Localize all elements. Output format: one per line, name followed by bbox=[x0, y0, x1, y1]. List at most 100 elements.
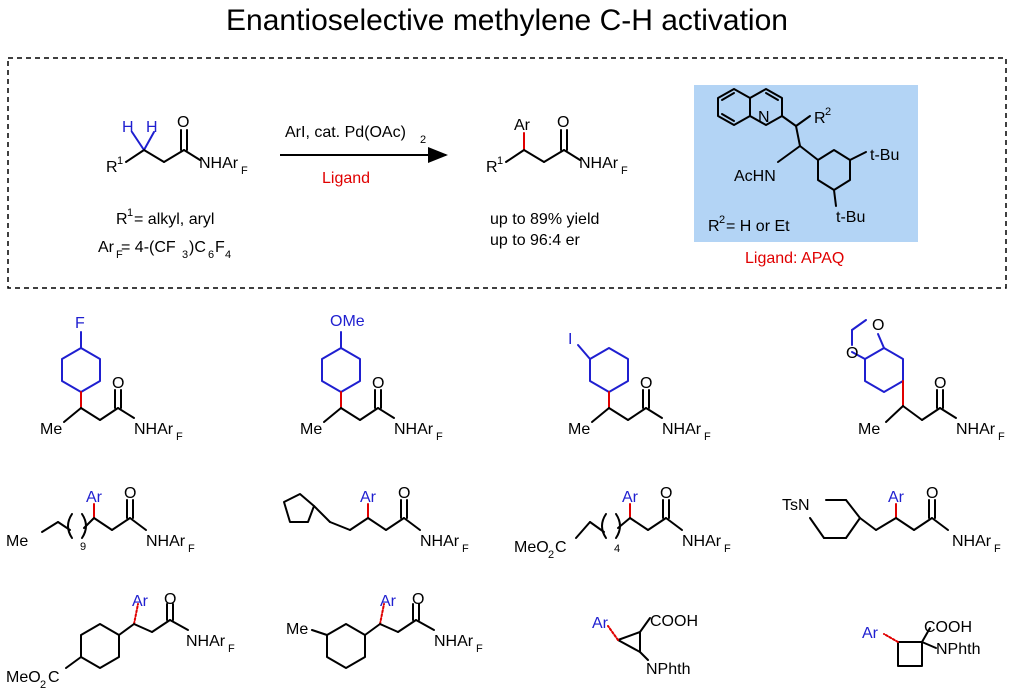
ligand-n: N bbox=[758, 109, 770, 126]
example-2-2: Ar O NHAr F bbox=[283, 485, 469, 555]
product-r-sup: 1 bbox=[497, 155, 503, 167]
ex2-2-amide-sub: F bbox=[462, 543, 469, 555]
ex3-3-ar: Ar bbox=[592, 615, 609, 632]
arf-sub-4: 4 bbox=[225, 249, 231, 261]
arf-definition-2: )C bbox=[189, 239, 206, 256]
ligand-achn: AcHN bbox=[734, 168, 776, 185]
r1-sup: 1 bbox=[127, 207, 133, 219]
ex2-4-o: O bbox=[926, 485, 938, 502]
example-1-3: I O Me NHAr F bbox=[568, 331, 711, 443]
product-r: R bbox=[486, 159, 498, 176]
ex2-3-meo-c: C bbox=[555, 539, 567, 556]
ex3-3-cooh: COOH bbox=[650, 613, 698, 630]
product-ar: Ar bbox=[514, 117, 531, 134]
ex1-3-me: Me bbox=[568, 421, 590, 438]
page-title: Enantioselective methylene C-H activatio… bbox=[226, 4, 788, 37]
ex1-4-amide-sub: F bbox=[998, 431, 1005, 443]
substrate-amide: NHAr bbox=[199, 155, 239, 172]
substrate-definitions: R 1 = alkyl, aryl Ar F = 4-(CF 3 )C 6 F … bbox=[98, 207, 231, 261]
ex2-4-ar: Ar bbox=[888, 489, 905, 506]
r2-definition: = H or Et bbox=[726, 218, 790, 235]
arf-label: Ar bbox=[98, 239, 115, 256]
reaction-arrow: ArI, cat. Pd(OAc) 2 Ligand bbox=[280, 124, 448, 187]
ex3-3-nphth: NPhth bbox=[646, 661, 690, 678]
reagent-text: ArI, cat. Pd(OAc) bbox=[285, 124, 406, 141]
ligand-box-background bbox=[694, 85, 918, 242]
reagent-sub: 2 bbox=[420, 134, 426, 146]
ex2-1-ar: Ar bbox=[86, 489, 103, 506]
ex1-4-o1: O bbox=[872, 317, 884, 334]
ex2-3-ar: Ar bbox=[622, 489, 639, 506]
substrate-oxygen: O bbox=[177, 114, 189, 131]
ex1-3-o: O bbox=[640, 375, 652, 392]
ligand-caption: Ligand: APAQ bbox=[745, 250, 844, 267]
arf-sub: F bbox=[116, 249, 123, 261]
example-3-2: Ar O Me NHAr F bbox=[286, 591, 483, 669]
ex2-4-amide-sub: F bbox=[994, 543, 1001, 555]
ex3-1-o: O bbox=[164, 591, 176, 608]
example-2-4: TsN Ar O NHAr F bbox=[782, 485, 1001, 555]
ex3-4-cooh: COOH bbox=[924, 619, 972, 636]
ex2-3-amide: NHAr bbox=[682, 533, 722, 550]
example-1-1: F O Me NHAr F bbox=[40, 315, 183, 443]
ex2-1-o: O bbox=[124, 485, 136, 502]
ex3-2-o: O bbox=[412, 591, 424, 608]
arf-definition-1: = 4-(CF bbox=[121, 239, 176, 256]
example-1-4: O O O Me NHAr F bbox=[846, 317, 1005, 443]
ex3-2-amide-sub: F bbox=[476, 643, 483, 655]
ex2-3-n: 4 bbox=[614, 543, 620, 555]
arf-sub-3: 3 bbox=[182, 249, 188, 261]
ex2-1-amide: NHAr bbox=[146, 533, 186, 550]
er-text: up to 96:4 er bbox=[490, 232, 581, 249]
product-amide: NHAr bbox=[579, 155, 619, 172]
substrate-h1: H bbox=[122, 119, 134, 136]
ex2-3-amide-sub: F bbox=[724, 543, 731, 555]
example-1-2: OMe O Me NHAr F bbox=[300, 313, 443, 443]
scheme-dashed-box bbox=[7, 57, 1007, 289]
ex1-4-o: O bbox=[934, 375, 946, 392]
r2-def-label: R bbox=[708, 218, 720, 235]
ex1-4-me: Me bbox=[858, 421, 880, 438]
r1-definition: = alkyl, aryl bbox=[134, 211, 214, 228]
product-amide-sub: F bbox=[621, 165, 628, 177]
ex1-2-amide-sub: F bbox=[436, 431, 443, 443]
yield-text: up to 89% yield bbox=[490, 211, 599, 228]
example-3-3: Ar COOH NPhth bbox=[592, 613, 698, 678]
example-2-3: Ar O MeO 2 C 4 NHAr F bbox=[514, 485, 731, 561]
ligand-r2-sup: 2 bbox=[825, 106, 831, 118]
ligand-r2: R bbox=[814, 110, 826, 127]
ex1-1-sub: F bbox=[75, 315, 85, 332]
ex1-2-sub: OMe bbox=[330, 313, 365, 330]
ex1-3-amide-sub: F bbox=[704, 431, 711, 443]
ex3-1-ar: Ar bbox=[132, 593, 149, 610]
ex3-2-me: Me bbox=[286, 621, 308, 638]
ex3-2-ar: Ar bbox=[380, 593, 397, 610]
arf-definition-3: F bbox=[215, 239, 225, 256]
ex2-1-amide-sub: F bbox=[188, 543, 195, 555]
ex3-2-amide: NHAr bbox=[434, 633, 474, 650]
ex1-4-o2: O bbox=[846, 345, 858, 362]
example-3-4: Ar COOH NPhth bbox=[862, 619, 980, 667]
product-oxygen: O bbox=[557, 114, 569, 131]
ex1-1-amide: NHAr bbox=[134, 421, 174, 438]
r2-def-sup: 2 bbox=[719, 214, 725, 226]
ex1-1-amide-sub: F bbox=[176, 431, 183, 443]
ex3-4-ar: Ar bbox=[862, 625, 879, 642]
ex3-1-amide: NHAr bbox=[186, 633, 226, 650]
product-structure: Ar O R 1 NHAr F up to 89% yield up to 96… bbox=[486, 114, 628, 249]
example-2-1: Ar O Me 9 NHAr F bbox=[6, 485, 195, 555]
ex3-1-amide-sub: F bbox=[228, 643, 235, 655]
substrate-structure: H H O R 1 NHAr F bbox=[106, 114, 248, 177]
ex3-1-meo: MeO bbox=[6, 669, 41, 686]
substrate-r: R bbox=[106, 159, 118, 176]
arf-sub-6: 6 bbox=[208, 249, 214, 261]
ex2-3-o: O bbox=[660, 485, 672, 502]
ex2-3-meo-sub: 2 bbox=[548, 549, 554, 561]
ligand-tbu-1: t-Bu bbox=[870, 147, 899, 164]
ex3-4-nphth: NPhth bbox=[936, 641, 980, 658]
r1-label: R bbox=[116, 211, 128, 228]
example-3-1: Ar O MeO 2 C NHAr F bbox=[6, 591, 235, 689]
ex2-2-ar: Ar bbox=[360, 489, 377, 506]
ex1-4-amide: NHAr bbox=[956, 421, 996, 438]
